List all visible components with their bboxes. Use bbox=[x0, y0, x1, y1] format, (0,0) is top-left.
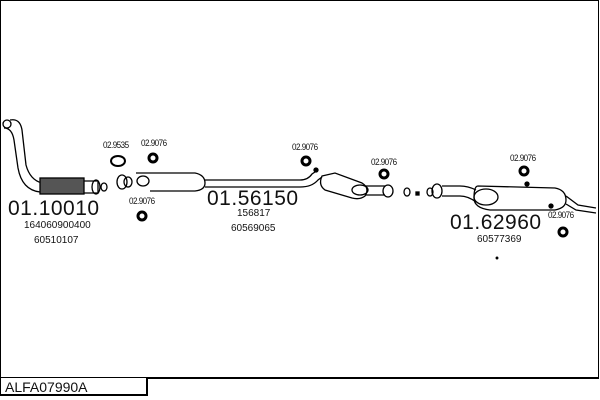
part-ref: 156817 bbox=[237, 208, 271, 219]
mounting-rings bbox=[110, 152, 569, 238]
part-ref: 60569065 bbox=[231, 223, 276, 234]
part-ref: 60577369 bbox=[477, 234, 522, 245]
accessory-label: 02.9076 bbox=[141, 138, 167, 149]
part-number: 01.10010 bbox=[8, 197, 100, 220]
accessory-label: 02.9076 bbox=[510, 153, 536, 164]
accessory-label: 02.9076 bbox=[548, 210, 574, 221]
accessory-label: 02.9535 bbox=[103, 140, 129, 151]
accessory-label: 02.9076 bbox=[292, 142, 318, 153]
rear-silencer bbox=[426, 181, 597, 260]
part-number: 01.56150 bbox=[207, 187, 299, 210]
accessory-label: 02.9076 bbox=[371, 157, 397, 168]
part-ref: 164060900400 bbox=[24, 220, 91, 231]
part-number: 01.62960 bbox=[450, 211, 542, 234]
diagram-frame bbox=[0, 0, 599, 379]
centre-silencer bbox=[319, 172, 420, 200]
diagram-code-label: ALFA07990A bbox=[0, 377, 148, 396]
middle-pipe bbox=[116, 167, 323, 192]
front-pipe bbox=[2, 119, 108, 195]
accessory-label: 02.9076 bbox=[129, 196, 155, 207]
part-ref: 60510107 bbox=[34, 235, 79, 246]
